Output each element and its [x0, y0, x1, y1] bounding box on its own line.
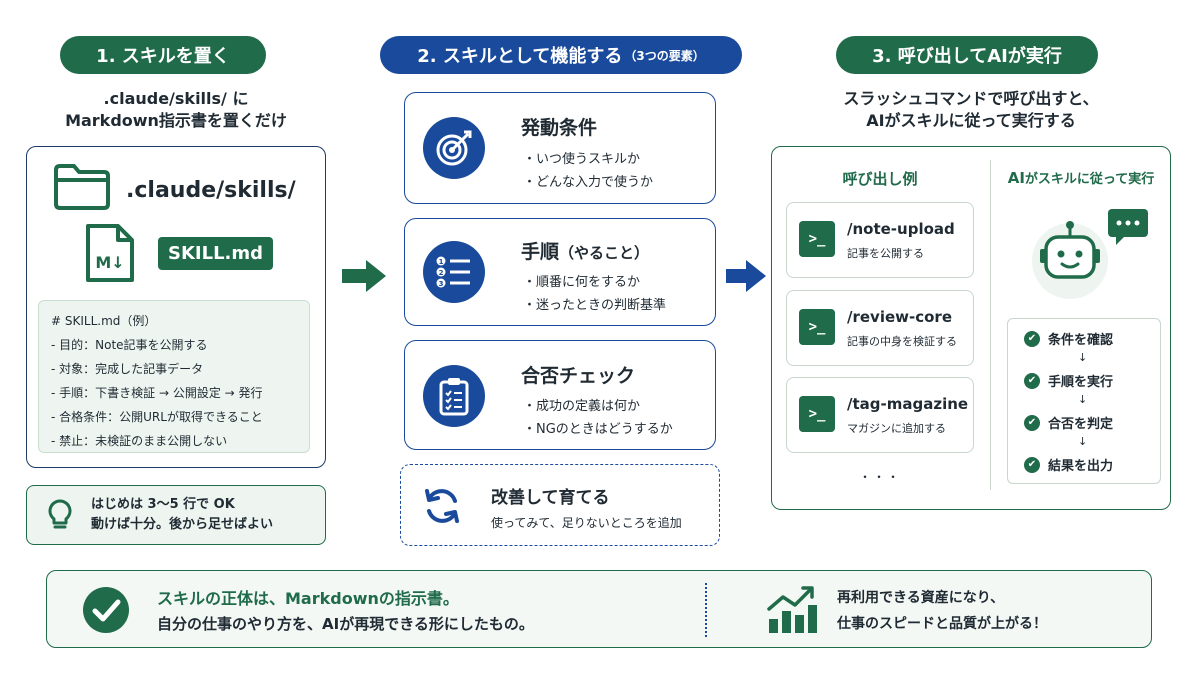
card-title: 合否チェック — [521, 365, 636, 387]
svg-text:3: 3 — [439, 280, 444, 288]
folder-icon — [54, 164, 110, 210]
element-card-trigger: 発動条件 ・いつ使うスキルか ・どんな入力で使うか — [404, 92, 716, 204]
card-title: 発動条件 — [521, 117, 598, 139]
svg-text:1: 1 — [439, 258, 444, 266]
card-line: ・順番に何をするか — [523, 275, 641, 290]
numbered-list-icon: 1 2 3 — [423, 241, 485, 303]
terminal-icon: >_ — [799, 221, 835, 257]
checklist-icon — [423, 365, 485, 427]
card-line: ・NGのときはどうするか — [523, 422, 673, 437]
summary-line1: スキルの正体は、Markdownの指示書。 — [157, 589, 459, 608]
code-line: - 合格条件：公開URLが取得できること — [51, 410, 263, 424]
exec-step-label: 結果を出力 — [1048, 459, 1114, 474]
card-title-small: （やること） — [559, 244, 650, 262]
code-line: - 目的：Note記事を公開する — [51, 338, 208, 352]
summary-right-line2: 仕事のスピードと品質が上がる！ — [837, 616, 1047, 632]
refresh-icon — [425, 489, 459, 523]
step1-heading: 1. スキルを置く — [60, 36, 266, 74]
exec-title-rest: がスキルに従って実行 — [1024, 172, 1155, 187]
summary-line2: 自分の仕事のやり方を、AIが再現できる形にしたもの。 — [157, 615, 534, 633]
exec-step: ✔ 合否を判定 — [1024, 413, 1113, 432]
command-name: /note-upload — [847, 220, 955, 238]
more-commands-ellipsis: ・・・ — [858, 470, 901, 484]
step2-heading-small: （3つの要素） — [624, 48, 705, 63]
summary-divider — [705, 583, 707, 637]
step3-subtitle-line2: AIがスキルに従って実行する — [866, 111, 1076, 130]
panel-divider — [990, 160, 991, 490]
card-title: 手順（やること） — [521, 237, 649, 264]
exec-title-ai: AI — [1007, 169, 1025, 187]
step2-heading-text: 2. スキルとして機能する — [417, 46, 623, 67]
terminal-icon: >_ — [799, 396, 835, 432]
element-card-procedure: 1 2 3 手順（やること） ・順番に何をするか ・迷ったときの判断基準 — [404, 218, 716, 326]
card-title-main: 手順 — [521, 241, 560, 263]
step1-subtitle-line1: .claude/skills/ に — [103, 89, 249, 108]
command-card[interactable]: >_ /note-upload 記事を公開する — [786, 202, 974, 278]
check-icon: ✔ — [1024, 456, 1040, 473]
growth-chart-icon — [767, 586, 817, 633]
step3-subtitle-line1: スラッシュコマンドで呼び出すと、 — [843, 89, 1099, 108]
tip-line1: はじめは 3～5 行で OK — [91, 497, 235, 512]
element-card-check: 合否チェック ・成功の定義は何か ・NGのときはどうするか — [404, 340, 716, 450]
terminal-icon: >_ — [799, 309, 835, 345]
execution-steps: ✔ 条件を確認 ↓ ✔ 手順を実行 ↓ ✔ 合否を判定 ↓ ✔ 結果を出力 — [1007, 318, 1161, 484]
command-desc: 記事を公開する — [847, 247, 924, 260]
right-arrow-icon — [726, 260, 766, 292]
improve-box: 改善して育てる 使ってみて、足りないところを追加 — [400, 464, 720, 546]
command-desc: マガジンに追加する — [847, 422, 946, 435]
svg-text:M↓: M↓ — [95, 253, 124, 272]
command-card[interactable]: >_ /tag-magazine マガジンに追加する — [786, 377, 974, 453]
check-icon: ✔ — [1024, 330, 1040, 347]
exec-step: ✔ 条件を確認 — [1024, 329, 1113, 348]
step3-heading: 3. 呼び出してAIが実行 — [836, 36, 1098, 74]
check-icon: ✔ — [1024, 414, 1040, 431]
markdown-file-icon: M↓ — [86, 224, 134, 282]
check-circle-icon — [83, 587, 129, 633]
command-name: /tag-magazine — [847, 395, 969, 413]
command-card[interactable]: >_ /review-core 記事の中身を検証する — [786, 290, 974, 366]
down-arrow-icon: ↓ — [1078, 393, 1088, 406]
skill-md-filename: SKILL.md — [158, 237, 274, 270]
down-arrow-icon: ↓ — [1078, 351, 1088, 364]
exec-step-label: 手順を実行 — [1048, 375, 1114, 390]
exec-title: AIがスキルに従って実行 — [998, 168, 1164, 187]
improve-title: 改善して育てる — [491, 488, 610, 508]
command-desc: 記事の中身を検証する — [847, 335, 957, 348]
card-line: ・成功の定義は何か — [523, 399, 641, 414]
exec-step-label: 条件を確認 — [1048, 333, 1114, 348]
robot-icon — [1032, 209, 1148, 299]
svg-text:2: 2 — [439, 269, 444, 277]
check-icon: ✔ — [1024, 372, 1040, 389]
down-arrow-icon: ↓ — [1078, 435, 1088, 448]
code-line: - 禁止：未検証のまま公開しない — [51, 434, 228, 448]
step2-heading: 2. スキルとして機能する （3つの要素） — [380, 36, 742, 74]
summary-right-line1: 再利用できる資産になり、 — [837, 590, 1005, 606]
code-line: - 手順：下書き検証 → 公開設定 → 発行 — [51, 386, 263, 400]
improve-desc: 使ってみて、足りないところを追加 — [491, 516, 682, 530]
step1-subtitle-line2: Markdown指示書を置くだけ — [65, 111, 287, 130]
chat-bubble-icon — [1108, 209, 1148, 245]
code-line: - 対象：完成した記事データ — [51, 362, 204, 376]
right-arrow-icon — [342, 260, 386, 292]
examples-title: 呼び出し例 — [842, 170, 918, 188]
command-name: /review-core — [847, 308, 952, 326]
exec-step: ✔ 手順を実行 — [1024, 371, 1113, 390]
card-line: ・迷ったときの判断基準 — [523, 298, 667, 313]
tip-line2: 動けば十分。後から足せばよい — [91, 517, 274, 532]
target-icon — [423, 117, 485, 179]
tip-box: はじめは 3～5 行で OK 動けば十分。後から足せばよい — [26, 485, 326, 545]
skill-md-example: # SKILL.md（例） - 目的：Note記事を公開する - 対象：完成した… — [38, 300, 310, 453]
folder-path: .claude/skills/ — [126, 178, 296, 203]
summary-banner: スキルの正体は、Markdownの指示書。 自分の仕事のやり方を、AIが再現でき… — [46, 570, 1152, 648]
card-line: ・いつ使うスキルか — [523, 152, 641, 167]
lightbulb-icon — [48, 499, 72, 529]
exec-step: ✔ 結果を出力 — [1024, 455, 1113, 474]
card-line: ・どんな入力で使うか — [523, 175, 654, 190]
exec-step-label: 合否を判定 — [1048, 417, 1114, 432]
code-line: # SKILL.md（例） — [51, 314, 157, 328]
